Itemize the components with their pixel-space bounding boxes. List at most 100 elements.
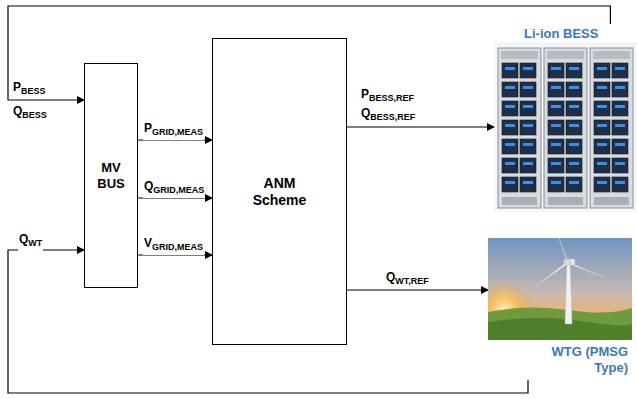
battery-module (520, 177, 536, 192)
battery-module (594, 158, 610, 173)
battery-module (548, 82, 564, 97)
module-led-strip (569, 162, 579, 165)
module-led-strip (597, 162, 607, 165)
module-led-strip (523, 143, 533, 146)
subscript: GRID,MEAS (152, 127, 203, 137)
module-led-strip (569, 181, 579, 184)
battery-module (612, 63, 628, 78)
turbine-blade (558, 238, 568, 261)
rack-base (594, 197, 629, 205)
battery-module (502, 82, 518, 97)
module-led-strip (597, 181, 607, 184)
turbine-hub (566, 260, 571, 265)
module-led-strip (597, 67, 607, 70)
battery-module (566, 158, 582, 173)
module-led-strip (569, 86, 579, 89)
subscript: WT,REF (395, 276, 429, 286)
module-led-strip (597, 86, 607, 89)
battery-racks-illustration (494, 42, 637, 212)
module-led-strip (615, 67, 625, 70)
module-led-strip (505, 162, 515, 165)
unit-heading: Li-ion BESS (524, 26, 598, 42)
signal-connector (347, 126, 494, 127)
rack-cabinet (498, 48, 541, 208)
image-ground (494, 42, 637, 212)
module-led-strip (569, 124, 579, 127)
battery-module (594, 82, 610, 97)
battery-module (612, 120, 628, 135)
battery-module (594, 63, 610, 78)
signal-label: PBESS,REF (360, 87, 415, 106)
module-led-strip (569, 105, 579, 108)
battery-module (502, 177, 518, 192)
battery-module (520, 120, 536, 135)
battery-module (594, 177, 610, 192)
signal-label: PBESS (12, 80, 47, 99)
battery-module (612, 82, 628, 97)
block-label: ANM Scheme (249, 175, 311, 209)
subscript: BESS (21, 86, 46, 96)
module-led-strip (551, 143, 561, 146)
wind-turbine: WTG (PMSG Type) (488, 238, 634, 380)
rack-cabinet (544, 48, 587, 208)
module-led-strip (505, 143, 515, 146)
battery-module (566, 82, 582, 97)
signal-label: QWT,REF (385, 270, 430, 289)
module-led-strip (551, 181, 561, 184)
battery-module (594, 101, 610, 116)
signal-label: QGRID,MEAS (143, 179, 205, 198)
signal-label: VGRID,MEAS (143, 236, 204, 255)
signal-label: QBESS (12, 104, 48, 123)
signal-label: QBESS,REF (360, 106, 416, 125)
module-led-strip (505, 181, 515, 184)
module-led-strip (569, 143, 579, 146)
far-hills (488, 307, 632, 340)
block-label: MV BUS (89, 160, 133, 191)
module-led-strip (615, 105, 625, 108)
rack-top-panel (593, 51, 630, 59)
module-led-strip (551, 86, 561, 89)
battery-module (594, 139, 610, 154)
battery-module (612, 177, 628, 192)
module-led-strip (551, 105, 561, 108)
battery-module (612, 139, 628, 154)
module-led-strip (551, 124, 561, 127)
module-led-strip (523, 86, 533, 89)
subscript: GRID,MEAS (152, 242, 203, 252)
subscript: GRID,MEAS (153, 185, 204, 195)
subscript: BESS,REF (370, 112, 415, 122)
battery-module (502, 158, 518, 173)
battery-module (548, 158, 564, 173)
module-led-strip (523, 162, 533, 165)
rack-top-panel (547, 51, 584, 59)
battery-module (566, 101, 582, 116)
battery-module (612, 158, 628, 173)
module-led-strip (615, 143, 625, 146)
module-led-strip (505, 67, 515, 70)
module-led-strip (597, 105, 607, 108)
battery-module (502, 63, 518, 78)
module-led-strip (523, 124, 533, 127)
battery-module (502, 120, 518, 135)
module-led-strip (523, 67, 533, 70)
battery-unit: Li-ion BESS (494, 24, 637, 212)
signal-label: PGRID,MEAS (143, 121, 204, 140)
battery-module (548, 120, 564, 135)
battery-module (594, 120, 610, 135)
module-led-strip (523, 105, 533, 108)
subscript: BESS,REF (369, 93, 414, 103)
module-led-strip (597, 143, 607, 146)
module-led-strip (615, 162, 625, 165)
module-led-strip (597, 124, 607, 127)
module-led-strip (551, 67, 561, 70)
battery-module (566, 139, 582, 154)
rack-base (502, 197, 537, 205)
bus-box: MV BUS (84, 63, 138, 288)
module-led-strip (615, 86, 625, 89)
battery-module (566, 120, 582, 135)
battery-module (502, 101, 518, 116)
battery-module (520, 139, 536, 154)
signal-connector (347, 289, 488, 290)
rack-top-panel (501, 51, 538, 59)
battery-module (548, 101, 564, 116)
